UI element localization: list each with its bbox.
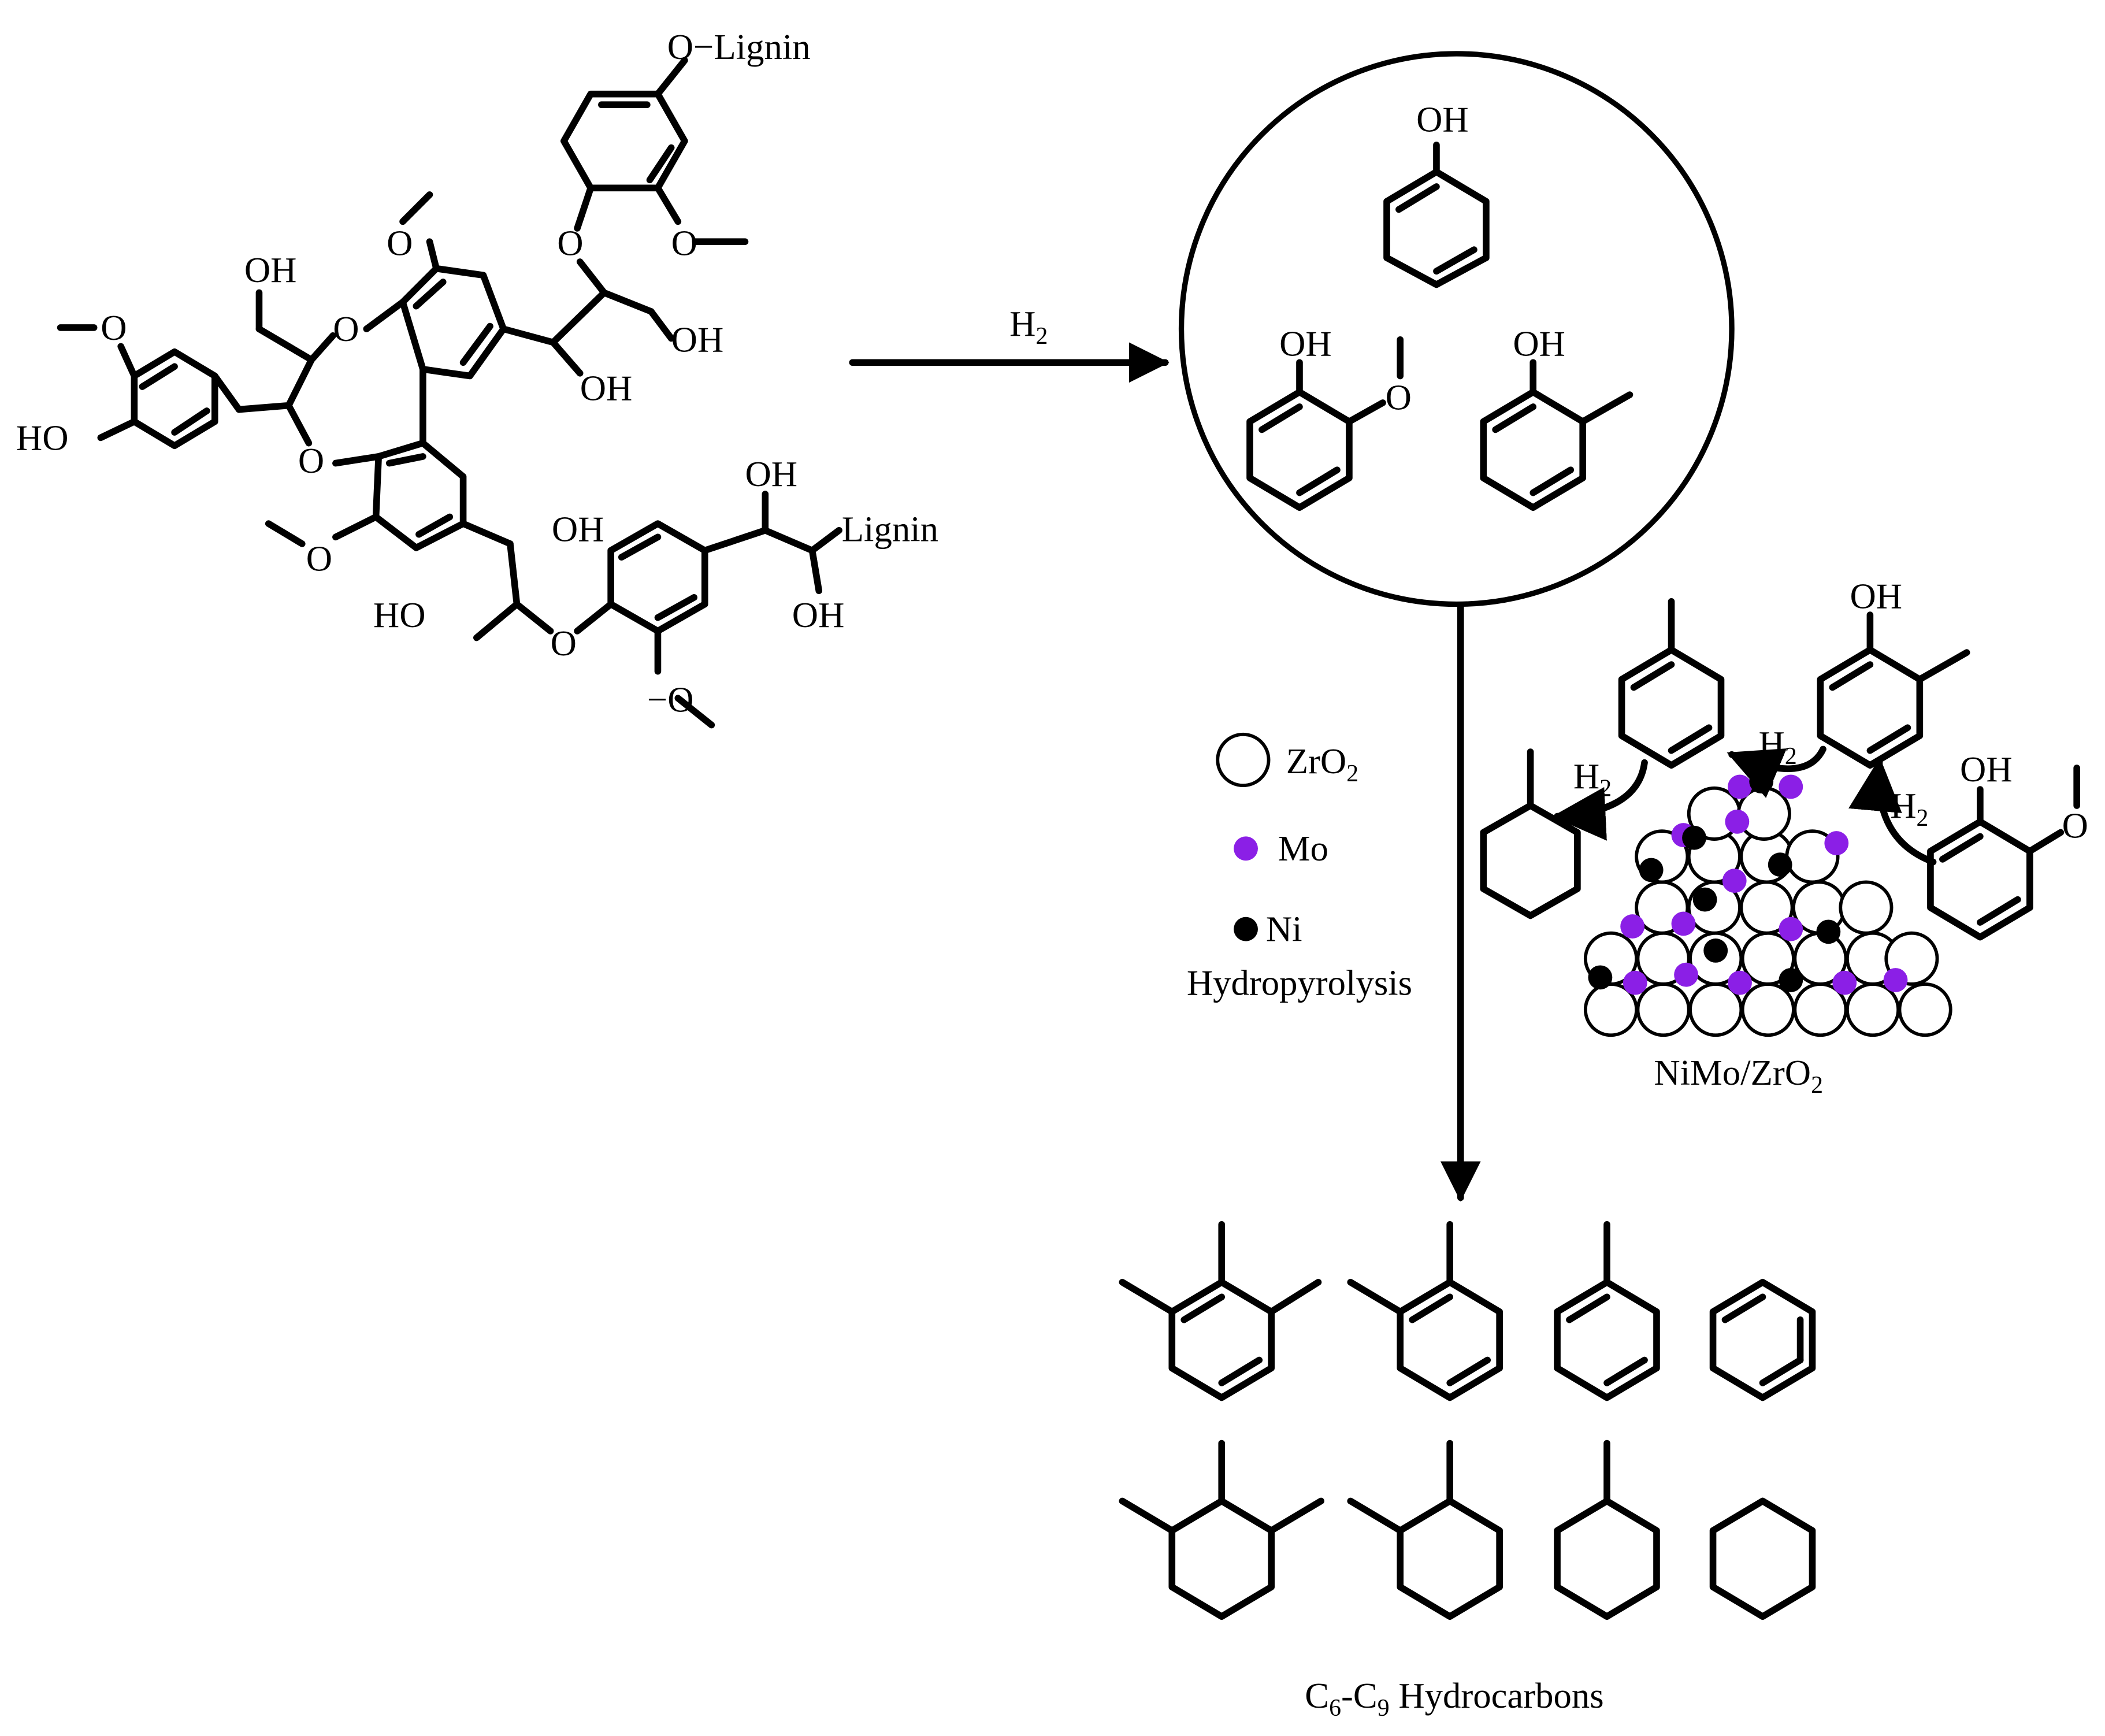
mo-atom — [1620, 914, 1645, 939]
mo-atom — [1779, 774, 1803, 799]
lignin-o-label: O — [671, 222, 697, 263]
zro2-particle — [1839, 880, 1894, 935]
nimo-zro2-label: NiMo/ZrO2 — [1654, 1052, 1823, 1099]
lignin-structure: O−Lignin OH OH OH OH OH OH HO HO O O O O… — [16, 27, 938, 729]
lignin-ho-label: HO — [16, 417, 69, 458]
products-cycloalkanes-row — [1119, 1440, 1816, 1620]
toluene-to-mch-arrow — [1551, 759, 1648, 841]
zro2-legend-label: ZrO2 — [1286, 741, 1358, 787]
mo-atom — [1722, 869, 1747, 893]
mo-atom — [1883, 968, 1908, 992]
zro2-particle — [1845, 982, 1900, 1037]
guaiacol-pathway-o-label: O — [2062, 806, 2088, 846]
hydropyrolysis-label: Hydropyrolysis — [1187, 963, 1412, 1003]
lignin-oh-label: OH — [580, 368, 633, 408]
mo-atom — [1824, 831, 1849, 855]
phenol-molecule: OH — [1383, 99, 1490, 288]
ni-atom — [1588, 965, 1613, 990]
lignin-lignin-label: Lignin — [842, 509, 938, 549]
cresol-to-toluene-arrow — [1727, 745, 1826, 798]
lignin-ring-bottom — [372, 439, 467, 551]
guaiacol-to-cresol-arrow — [1848, 757, 1937, 866]
guaiacol-pathway-molecule: OH O — [1927, 749, 2088, 941]
lignin-o-label: O — [387, 222, 413, 263]
trimethylbenzene-molecule — [1119, 1221, 1322, 1401]
ni-atom — [1703, 938, 1728, 963]
ni-legend-label: Ni — [1266, 909, 1302, 949]
guaiacol-pathway-oh-label: OH — [1960, 749, 2013, 789]
lignin-ring-upper-right — [560, 90, 688, 192]
mo-atom — [1623, 970, 1647, 995]
ni-legend-swatch — [1234, 917, 1258, 941]
products-aromatics-row — [1119, 1221, 1816, 1401]
lignin-o-label: O — [551, 623, 577, 663]
hdo-pathway: OH OH O H2 H2 H2 — [1480, 576, 2088, 941]
lignin-oh-label: OH — [244, 250, 297, 290]
mo-atom — [1728, 970, 1752, 995]
mo-legend-swatch — [1234, 836, 1258, 861]
phenol-oh-label: OH — [1416, 99, 1469, 140]
cresol-molecule: OH — [1480, 324, 1633, 511]
toluene-molecule — [1554, 1221, 1660, 1401]
mo-atom — [1671, 911, 1696, 936]
toluene-pathway-molecule — [1618, 598, 1725, 769]
lignin-o-label: O — [101, 307, 127, 348]
mo-atom — [1725, 809, 1750, 834]
lignin-oh-label: OH — [552, 509, 604, 549]
lignin-ring-left — [131, 348, 218, 450]
lignin-o-label: O — [557, 222, 583, 263]
guaiacol-o-label: O — [1386, 377, 1412, 418]
mo-legend-label: Mo — [1278, 828, 1328, 869]
lignin-o-label: O — [306, 538, 332, 578]
cresol-pathway-molecule: OH — [1817, 576, 1970, 769]
ni-atom — [1639, 858, 1664, 882]
lignin-ho-label: HO — [373, 595, 426, 635]
h2-label: H2 — [1009, 303, 1048, 350]
methylcyclohexane-molecule — [1480, 748, 1581, 919]
mo-atom — [1832, 970, 1857, 995]
zro2-particle — [1636, 982, 1691, 1037]
h2-reaction-arrow: H2 — [849, 303, 1170, 383]
mo-atom — [1728, 774, 1752, 799]
products-label: C6-C9 Hydrocarbons — [1305, 1675, 1603, 1722]
methylcyclohexane-product-molecule — [1554, 1440, 1660, 1620]
lignin-o-label: O — [298, 440, 324, 481]
lignin-o-label: O — [333, 309, 359, 349]
lignin-oh-label: OH — [745, 454, 797, 494]
cresol-oh-label: OH — [1513, 324, 1565, 364]
ni-atom — [1692, 887, 1717, 912]
mo-atom — [1779, 917, 1803, 941]
dimethylcyclohexane-molecule — [1347, 1440, 1503, 1620]
lignin-o-lignin-label: O−Lignin — [667, 27, 811, 67]
intermediates-circle: OH OH O OH — [1178, 51, 1735, 607]
ni-atom — [1682, 825, 1706, 850]
guaiacol-oh-label: OH — [1279, 324, 1332, 364]
zro2-particle — [1898, 982, 1952, 1037]
catalyst-cluster — [1583, 769, 1952, 1037]
ni-atom — [1749, 769, 1774, 794]
ni-atom — [1779, 968, 1803, 992]
lignin-o-label: −O — [647, 679, 694, 719]
xylene-molecule — [1347, 1221, 1503, 1401]
benzene-molecule — [1709, 1278, 1816, 1401]
lignin-ring-top — [399, 265, 507, 380]
lignin-ring-lower-right — [607, 520, 708, 635]
guaiacol-molecule: OH O — [1246, 324, 1412, 511]
zro2-legend-swatch — [1216, 732, 1271, 788]
ni-atom — [1816, 919, 1841, 944]
mo-atom — [1674, 962, 1698, 987]
catalyst-legend: ZrO2 Mo Ni Hydropyrolysis — [1187, 732, 1412, 1003]
ni-atom — [1768, 852, 1792, 877]
cyclohexane-molecule — [1709, 1497, 1816, 1620]
lignin-oh-label: OH — [671, 320, 724, 360]
zro2-particle — [1740, 982, 1795, 1037]
h2-step-label: H2 — [1890, 785, 1928, 832]
cresol-pathway-oh-label: OH — [1850, 576, 1903, 616]
h2-step-label: H2 — [1759, 724, 1797, 770]
h2-step-label: H2 — [1573, 756, 1612, 802]
lignin-oh-label: OH — [792, 595, 845, 635]
trimethylcyclohexane-molecule — [1119, 1440, 1324, 1620]
